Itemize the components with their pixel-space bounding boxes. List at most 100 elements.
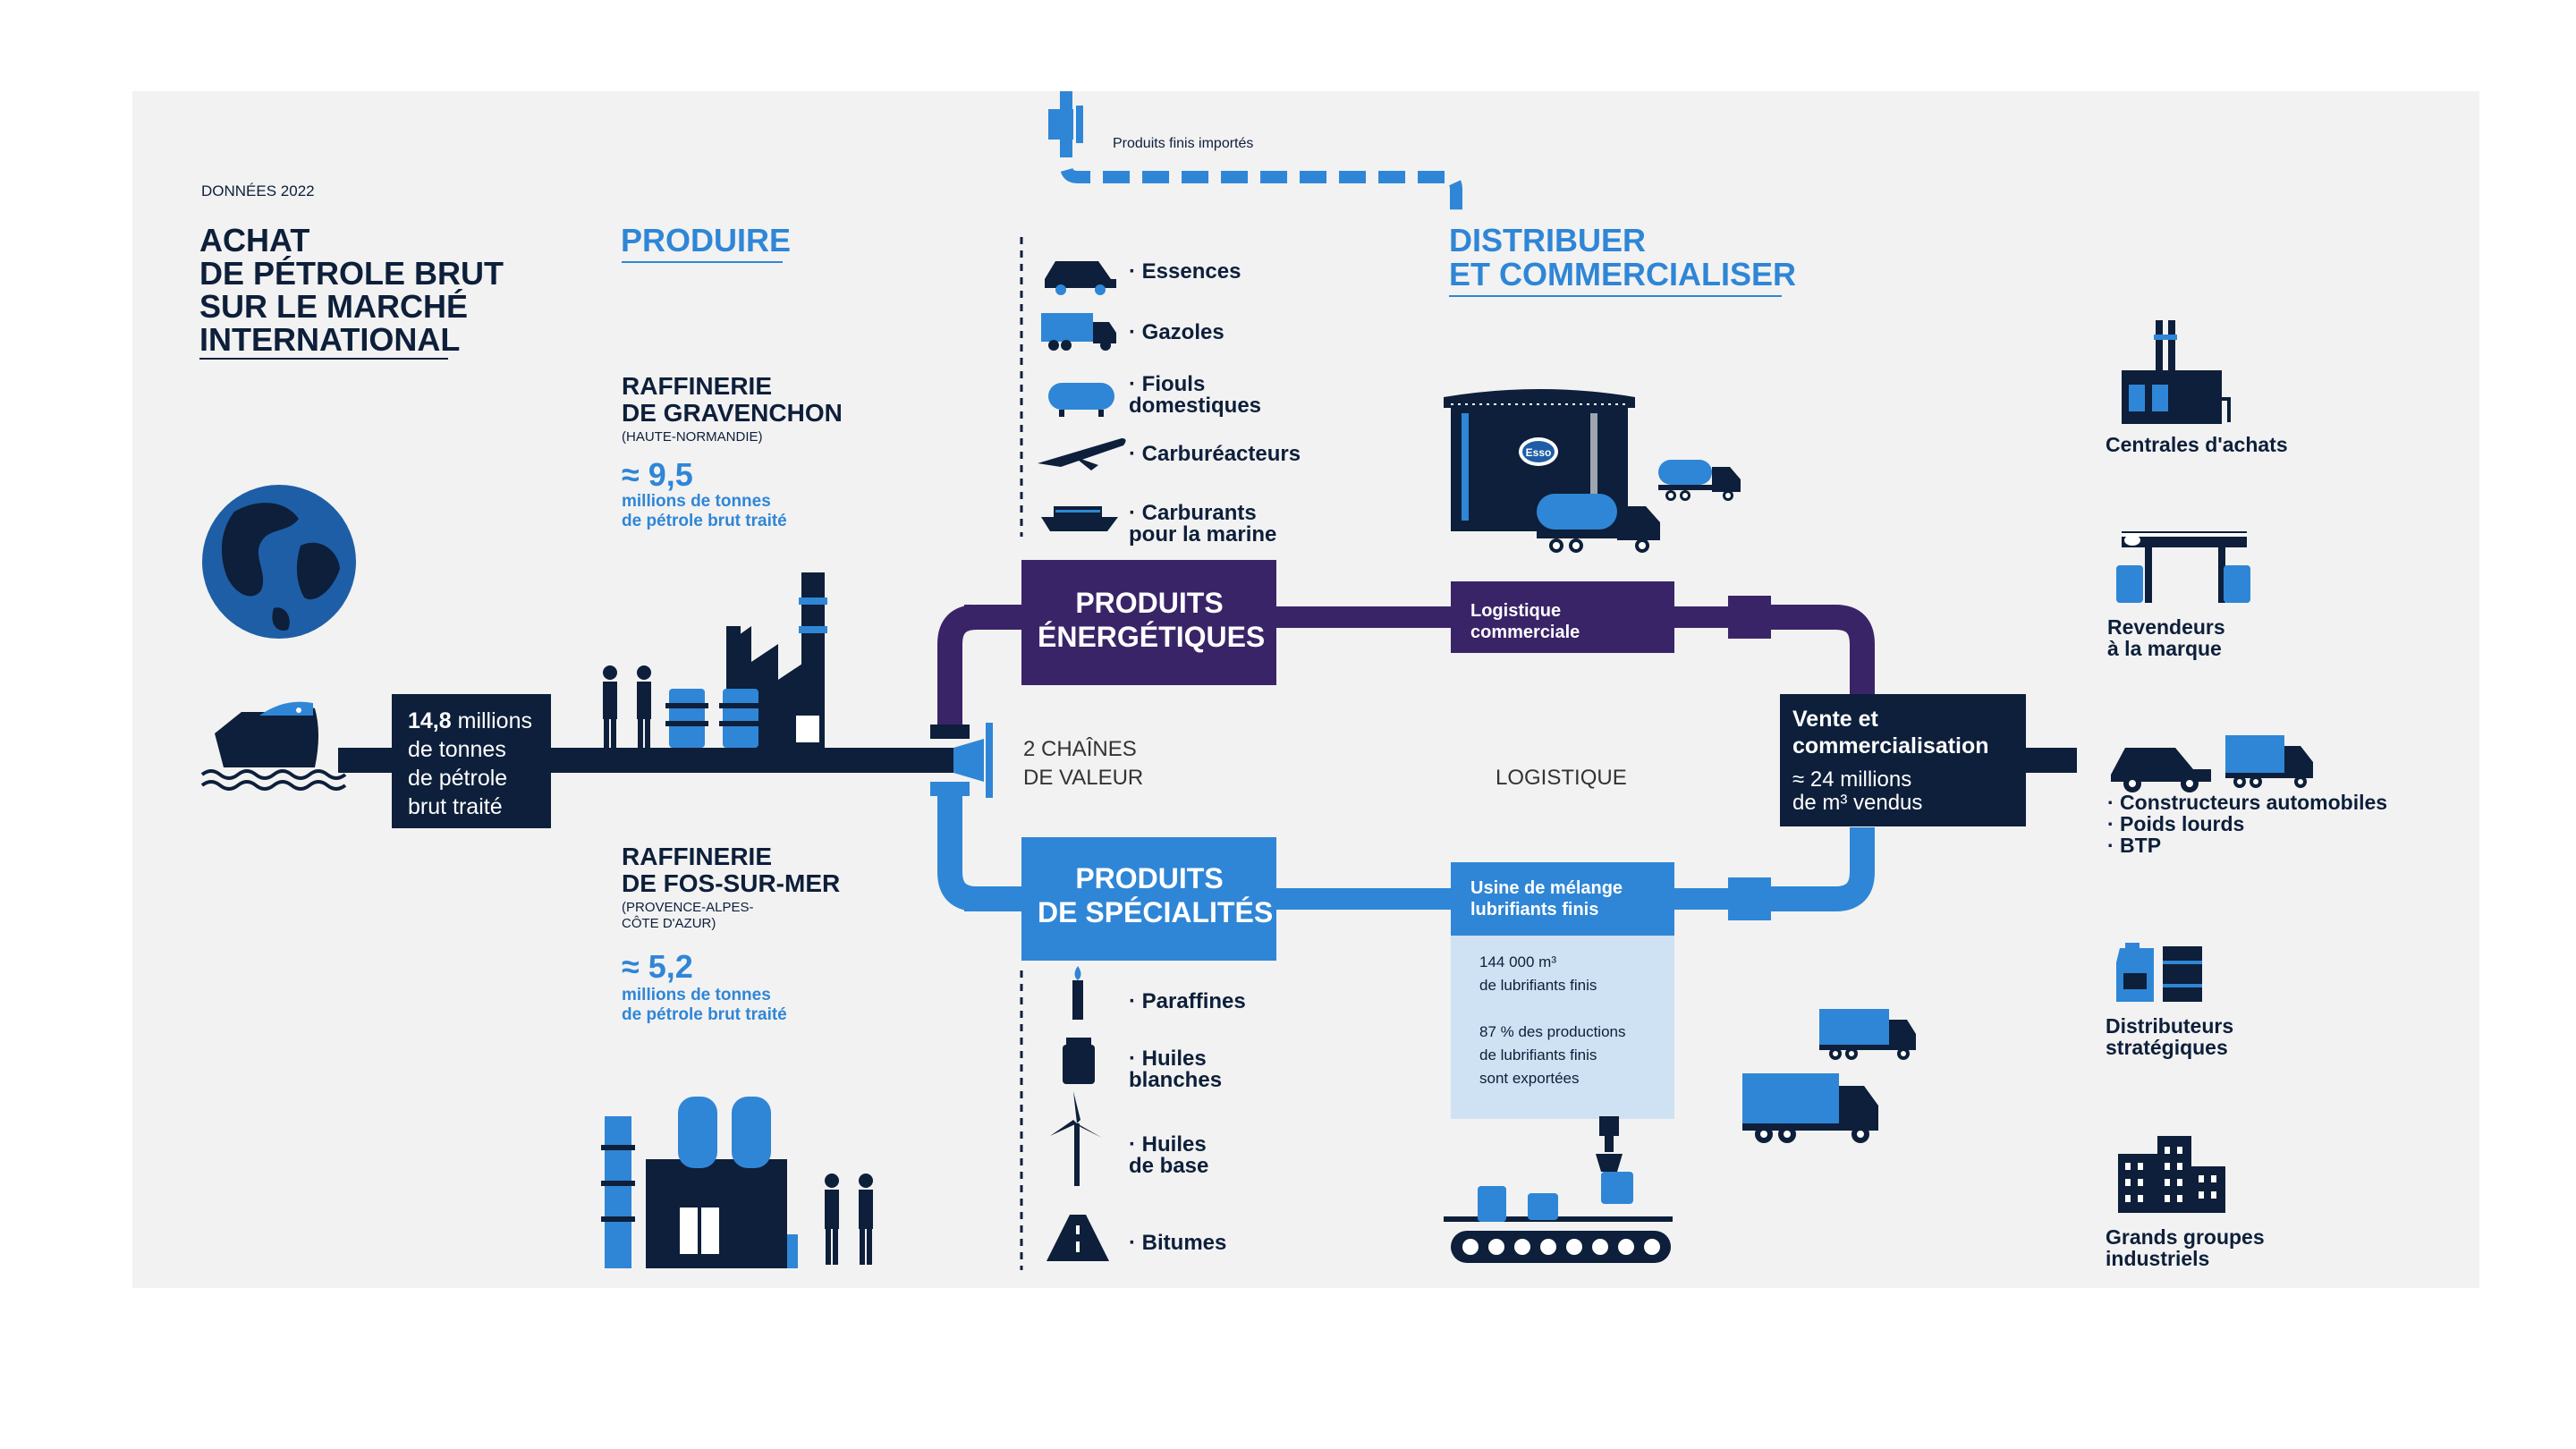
specialty-products-title-line-2: DE SPÉCIALITÉS (1038, 896, 1274, 928)
customer-3-line-2: · Poids lourds (2107, 812, 2245, 835)
energy-loop (937, 596, 1875, 733)
customer-3-line-3: · BTP (2107, 834, 2162, 857)
energy-item-3-line-1: · Fiouls (1129, 372, 1206, 396)
energy-item-4-line-1: · Carburéacteurs (1129, 442, 1301, 466)
wind-turbine-icon (1050, 1091, 1102, 1186)
globe-icon (202, 485, 356, 639)
distribuer-underline (1449, 295, 1782, 297)
factory-icon (2122, 320, 2231, 424)
candle-icon (1072, 966, 1083, 1020)
refinery-2-value: ≈ 5,2 (622, 948, 693, 985)
crude-box-line-2: de tonnes (408, 737, 506, 762)
value-chains-line-2: DE VALEUR (1023, 766, 1144, 790)
logistics-box (1451, 581, 1674, 653)
blending-box-title-line-1: Usine de mélange (1470, 878, 1623, 898)
specialty-item-4-line-1: · Bitumes (1129, 1231, 1227, 1255)
logistics-box-text-line-2: commerciale (1470, 623, 1580, 642)
office-building-icon (2118, 1136, 2225, 1213)
customer-2-line-1: Revendeurs (2107, 615, 2225, 639)
specialty-products-box (1021, 837, 1276, 961)
blending-stat1-line-1: 144 000 m³ (1479, 953, 1556, 970)
produire-underline (622, 261, 783, 263)
tanker-truck-small-icon (1658, 460, 1741, 501)
refinery-1-region-line-1: (HAUTE-NORMANDIE) (622, 429, 763, 445)
blending-box-title-line-2: lubrifiants finis (1470, 900, 1599, 919)
logistique-label: LOGISTIQUE (1496, 766, 1627, 790)
car-icon (1045, 261, 1116, 295)
crude-value: 14,8 (408, 708, 452, 733)
energy-products-title-line-1: PRODUITS (1075, 587, 1224, 619)
achat-title-line-3: SUR LE MARCHÉ (199, 288, 469, 325)
specialty-item-2-line-2: blanches (1129, 1068, 1223, 1092)
fos-refinery-icon (601, 1097, 873, 1268)
energy-item-5-line-1: · Carburants (1129, 501, 1257, 525)
blending-stat2-line-1: 87 % des productions (1479, 1023, 1626, 1040)
specialty-item-1-line-1: · Paraffines (1129, 989, 1246, 1013)
gravenchon-refinery-icon (603, 572, 827, 748)
sales-value-line1: ≈ 24 millions (1792, 767, 1912, 792)
crude-box-line-1: 14,8 millions (408, 708, 532, 734)
imported-products-line (1048, 91, 1462, 213)
customer-1-line-1: Centrales d'achats (2106, 433, 2288, 456)
customer-4-line-1: Distributeurs (2106, 1014, 2234, 1038)
refinery-1-unit-line-1: millions de tonnes (622, 492, 771, 511)
refinery-2-name-line-1: RAFFINERIE (622, 843, 772, 870)
ship-icon (1041, 506, 1118, 531)
specialty-item-3-line-2: de base (1129, 1154, 1209, 1178)
sales-box-title-line-1: Vente et (1792, 707, 1878, 732)
truck-icon (1041, 313, 1116, 351)
energy-item-5-line-2: pour la marine (1129, 522, 1277, 547)
refinery-2-region-line-1: (PROVENCE-ALPES- (622, 900, 754, 915)
data-year: DONNÉES 2022 (201, 182, 315, 199)
energy-products-title-line-2: ÉNERGÉTIQUES (1038, 621, 1266, 653)
delivery-truck-large-icon (1742, 1073, 1878, 1143)
value-chains-line-1: 2 CHAÎNES (1023, 737, 1137, 761)
refinery-1-name-line-1: RAFFINERIE (622, 372, 772, 400)
sales-box (1780, 694, 2026, 826)
customer-4-line-2: stratégiques (2106, 1036, 2228, 1059)
sales-box-title-line-2: commercialisation (1792, 733, 1989, 758)
crude-box-line-3: de pétrole (408, 766, 508, 791)
refinery-2-region-line-2: CÔTE D'AZUR) (622, 916, 716, 931)
road-icon (1046, 1215, 1109, 1261)
distribuer-title-line-1: DISTRIBUER (1449, 222, 1647, 258)
achat-title-line-4: INTERNATIONAL (199, 321, 461, 358)
specialty-item-3-line-1: · Huiles (1129, 1132, 1207, 1157)
achat-title-line-2: DE PÉTROLE BRUT (199, 255, 504, 292)
car-truck-icon (2111, 735, 2313, 792)
achat-title-line-1: ACHAT (199, 222, 310, 258)
airplane-icon (1038, 438, 1126, 470)
customer-5-line-2: industriels (2106, 1247, 2210, 1270)
blending-stat2-line-3: sont exportées (1479, 1070, 1580, 1087)
refinery-2-unit-line-2: de pétrole brut traité (622, 1005, 787, 1024)
specialty-item-2-line-1: · Huiles (1129, 1046, 1207, 1071)
energy-item-2-line-1: · Gazoles (1129, 320, 1224, 344)
refinery-1-value: ≈ 9,5 (622, 456, 693, 493)
crude-box (392, 694, 551, 828)
customer-2-line-2: à la marque (2107, 637, 2222, 660)
refinery-1-name-line-2: DE GRAVENCHON (622, 399, 843, 427)
blending-stat1-line-2: de lubrifiants finis (1479, 977, 1597, 994)
energy-products-box (1021, 560, 1276, 685)
logistics-box-text-line-1: Logistique (1470, 601, 1562, 621)
blending-box (1451, 862, 1674, 936)
specialty-loop (937, 787, 1875, 920)
specialty-products-title-line-1: PRODUITS (1075, 862, 1224, 894)
blending-stats-box (1451, 936, 1674, 1119)
oil-barrel-icon (2116, 943, 2202, 1002)
fuel-tank-icon (1048, 383, 1114, 417)
customer-5-line-1: Grands groupes (2106, 1225, 2265, 1249)
valve-icon (930, 723, 993, 798)
tanker-ship-icon (200, 701, 347, 791)
imported-products-note: Produits finis importés (1113, 136, 1254, 151)
conveyor-icon (1444, 1116, 1673, 1263)
refinery-2-unit-line-1: millions de tonnes (622, 986, 771, 1004)
energy-item-1-line-1: · Essences (1129, 259, 1241, 284)
esso-logo: Esso (1526, 446, 1552, 459)
refinery-2-name-line-2: DE FOS-SUR-MER (622, 869, 841, 897)
crude-box-line-4: brut traité (408, 794, 503, 819)
sales-value-line2: de m³ vendus (1792, 791, 1923, 815)
jar-icon (1063, 1038, 1095, 1084)
delivery-truck-small-icon (1819, 1009, 1916, 1060)
